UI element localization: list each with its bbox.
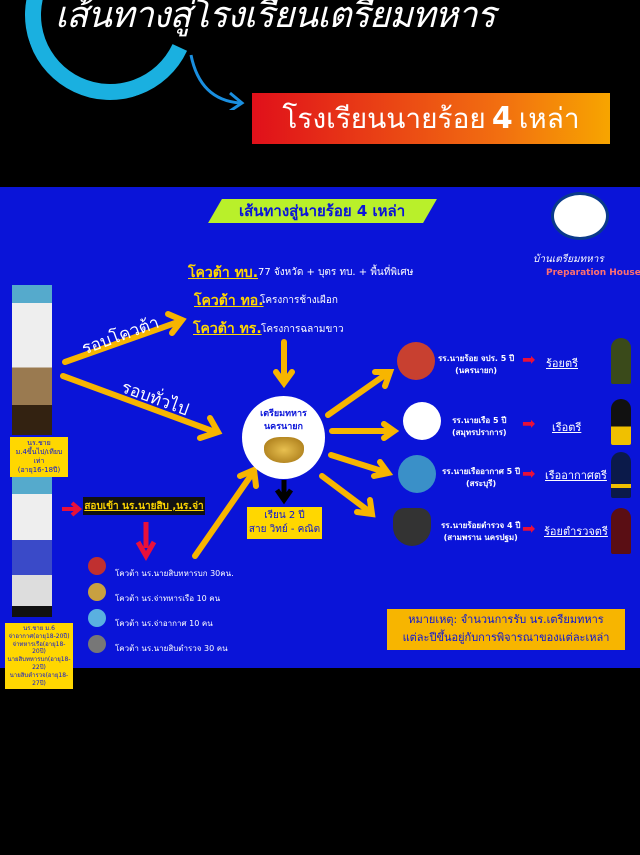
- shoulder-board-navy: [611, 399, 631, 445]
- study-line2: สาย วิทย์ - คณิต: [248, 524, 321, 535]
- school-name: รร.นายเรือ 5 ปี: [452, 416, 507, 425]
- navy-nco-emblem-icon: [88, 583, 106, 601]
- school-name: รร.นายร้อยตำรวจ 4 ปี: [441, 521, 521, 530]
- school-army: รร.นายร้อย จปร. 5 ปี (นครนายก): [438, 353, 514, 377]
- quota-airforce-label: โควต้า ทอ.: [194, 293, 264, 309]
- center-line2: นครนายก: [264, 421, 303, 432]
- shoulder-board-police: [611, 508, 631, 554]
- label-line: ม.4ขึ้นไป/เทียบเท่า: [15, 448, 63, 466]
- logo-emblem: [551, 192, 609, 240]
- page-title: เส้นทางสู่โรงเรียนเตรียมทหาร: [55, 0, 496, 36]
- red-arrow-icon: ➡: [522, 464, 536, 483]
- label-line: จ่าทหารเรือ(อายุ18-20ปี): [12, 640, 66, 656]
- quota-navy-label: โควต้า ทร.: [193, 321, 262, 337]
- rank-army: ร้อยตรี: [546, 357, 579, 370]
- airforce-nco-emblem-icon: [88, 609, 106, 627]
- label-line: (อายุ16-18ปี): [17, 466, 61, 475]
- school-police: รร.นายร้อยตำรวจ 4 ปี (สามพราน นครปฐม): [441, 520, 520, 544]
- exam-label: สอบเข้า นร.นายสิบ ,นร.จ่า: [83, 497, 205, 515]
- red-arrow-icon: ➡: [522, 350, 536, 369]
- rank-airforce: เรืออากาศตรี: [545, 469, 607, 482]
- school-name: รร.นายเรืออากาศ 5 ปี: [442, 467, 521, 476]
- red-arrow-icon: ➡: [522, 519, 536, 538]
- police-academy-emblem: [393, 508, 431, 546]
- red-arrow-icon: ➡: [522, 414, 536, 433]
- sub-quota: โควต้า นร.จ่าทหารเรือ 10 คน: [115, 594, 221, 603]
- label-line: นร.ชาย: [27, 439, 51, 447]
- label-line: นายสิบทหารบก(อายุ18-22ปี): [7, 656, 71, 671]
- banner-suffix: เหล่า: [518, 101, 580, 135]
- note-line1: หมายเหตุ: จำนวนการรับ นร.เตรียมทหาร: [408, 613, 604, 626]
- sub-quota: โควต้า นร.จ่าอากาศ 10 คน: [115, 619, 213, 628]
- army-nco-emblem-icon: [88, 557, 106, 575]
- study-line1: เรียน 2 ปี: [264, 510, 305, 521]
- center-line1: เตรียมทหาร: [260, 409, 307, 419]
- panel-title: เส้นทางสู่นายร้อย 4 เหล่า: [208, 199, 437, 223]
- insignia-icon: [263, 437, 304, 464]
- rank-police: ร้อยตำรวจตรี: [544, 525, 608, 538]
- label-line: นร.ชาย ม.6: [23, 625, 55, 632]
- label-line: นายสิบตำรวจ(อายุ18-27ปี): [9, 671, 69, 687]
- sub-quota: โควต้า นร.นายสิบตำรวจ 30 คน: [115, 644, 228, 653]
- school-place: (สามพราน นครปฐม): [443, 533, 518, 542]
- sub-quota: โควต้า นร.นายสิบทหารบก 30คน.: [115, 569, 234, 578]
- logo-text: บ้านเตรียมทหาร: [533, 254, 604, 265]
- quota-airforce-desc: โครงการช้างเผือก: [260, 295, 338, 306]
- quota-army-label: โควต้า ทบ.: [188, 265, 259, 281]
- school-place: (นครนายก): [455, 366, 498, 375]
- shoulder-board-airforce: [611, 452, 631, 498]
- navy-academy-emblem: [403, 402, 441, 440]
- prep-school-emblem: เตรียมทหารนครนายก: [242, 396, 325, 479]
- study-box: เรียน 2 ปีสาย วิทย์ - คณิต: [247, 507, 322, 539]
- note-line2: แต่ละปีขึ้นอยู่กับการพิจารณาของแต่ละเหล่…: [402, 630, 610, 644]
- student-photo-2: [12, 477, 52, 617]
- label-line: จ่าอากาศ(อายุ18-20ปี): [8, 632, 70, 640]
- banner-number: 4: [491, 101, 513, 136]
- banner-text: โรงเรียนนายร้อย: [282, 101, 486, 135]
- quota-army-desc: 77 จังหวัด + บุตร ทบ. + พื้นที่พิเศษ: [258, 267, 414, 278]
- shoulder-board-army: [611, 338, 631, 384]
- school-place: (สระบุรี): [465, 479, 497, 488]
- school-name: รร.นายร้อย จปร. 5 ปี: [438, 354, 515, 363]
- logo-subtext: Preparation House: [546, 268, 640, 278]
- school-place: (สมุทรปราการ): [452, 428, 507, 437]
- airforce-academy-emblem: [398, 455, 436, 493]
- police-nco-emblem-icon: [88, 635, 106, 653]
- rank-navy: เรือตรี: [552, 421, 582, 434]
- panel-title-text: เส้นทางสู่นายร้อย 4 เหล่า: [239, 202, 406, 220]
- student1-label: นร.ชายม.4ขึ้นไป/เทียบเท่า(อายุ16-18ปี): [10, 437, 68, 478]
- quota-navy-desc: โครงการฉลามขาว: [261, 324, 344, 335]
- school-navy: รร.นายเรือ 5 ปี (สมุทรปราการ): [452, 415, 507, 439]
- curved-arrow-icon: [189, 54, 245, 110]
- note-box: หมายเหตุ: จำนวนการรับ นร.เตรียมทหารแต่ละ…: [387, 609, 625, 650]
- student-photo-1: [12, 285, 52, 435]
- army-academy-emblem: [397, 342, 435, 380]
- school-airforce: รร.นายเรืออากาศ 5 ปี (สระบุรี): [442, 466, 520, 490]
